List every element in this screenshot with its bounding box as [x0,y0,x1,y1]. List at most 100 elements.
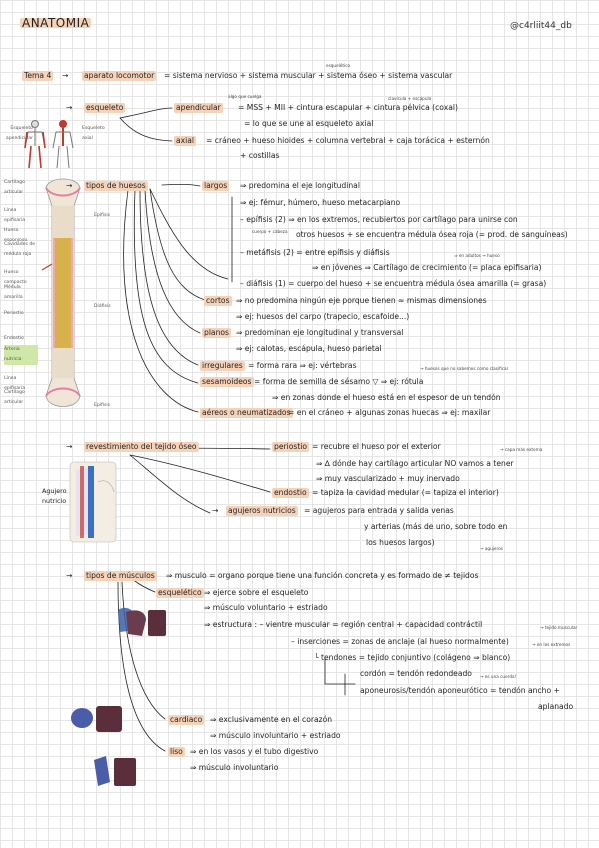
esqueleto-arrow: → [66,103,73,112]
periostio-line3: ⇒ muy vascularizado + muy inervado [316,474,460,483]
periostio-label: periostio [272,442,310,452]
largos-line4: otros huesos + se encuentra médula ósea … [296,230,568,239]
bone-label-6: Periostio [4,311,24,316]
planos-label: planos [202,328,231,338]
bone-label-8: Arteria nutricia [4,345,38,365]
periostio-line1: = recubre el hueso por el exterior [312,442,441,451]
aereos-line1: = en el cráneo + algunas zonas huecas ⇒ … [288,408,491,417]
apendicular-note: algo que cuelga [228,94,262,99]
sesamoideos-line2: ⇒ en zonas donde el hueso está en el esp… [272,393,501,402]
esqueletico-line6-note: → es una cuerda! [480,674,517,679]
fig-label-axial: Esqueleto axial [82,126,105,141]
bone-segment-figure [69,461,117,543]
esqueletico-line4-note: → en los extremos [532,642,571,647]
largos-line5: – metáfisis (2) = entre epífisis y diáfi… [240,248,390,257]
largos-line2: ⇒ ej: fémur, húmero, hueso metacarpiano [240,198,401,207]
huesos-arrow: → [66,181,73,190]
esqueletico-line6: cordón = tendón redondeado [360,669,472,678]
esqueleto-label: esqueleto [84,103,126,113]
cardiaco-label: cardiaco [168,715,205,725]
tema-equation: = sistema nervioso + sistema muscular + … [164,71,453,80]
revestimiento-arrow: → [66,442,73,451]
bone-label-11: Epífisis [94,213,111,218]
irregulares-label: irregulares [200,361,245,371]
periostio-line2: ⇒ ∆ dónde hay cartílago articular NO vam… [316,459,514,468]
bone-label-12: Diáfisis [94,304,111,309]
page-title: ANATOMIA [20,16,92,30]
esqueletico-line8: aplanado [538,702,574,711]
esqueletico-line4: – inserciones = zonas de anclaje (al hue… [291,637,509,646]
esqueletico-line3-note: → tejido muscular [540,625,578,630]
bone-label-0: Cartílago articular [4,180,25,195]
largos-line6: ⇒ en jóvenes ⇒ Cartílago de crecimiento … [312,263,542,272]
musculos-label: tipos de músculos [84,571,157,581]
cortos-line1: ⇒ no predomina ningún eje porque tienen … [236,296,487,305]
apendicular-line2: = lo que se une al esqueleto axial [244,119,374,128]
bone-label-3: Cavidades de médula roja [4,242,36,257]
bone-label-9: Línea epifisaria [4,376,26,391]
cortos-label: cortos [204,296,232,306]
cardiaco-line1: ⇒ exclusivamente en el corazón [210,715,333,724]
cortos-line2: ⇒ ej: huesos del carpo (trapecio, escafo… [236,312,410,321]
largos-line3-note: cuerpo + cabeza [252,229,288,234]
axial-label: axial [174,136,197,146]
muscle-tissue-figures [71,607,166,786]
irregulares-line1: = forma rara ⇒ ej: vértebras [248,361,357,370]
bone-label-4: Hueso compacto [4,270,27,285]
sesamoideos-label: sesamoideos [200,377,254,387]
esqueletico-label: esquelético [156,588,204,598]
cardiaco-line2: ⇒ músculo involuntario + estriado [210,731,341,740]
agujeros-arrow: → [212,506,219,515]
agujeros-line3: los huesos largos) [366,538,435,547]
tema-note: esquelético [326,63,351,68]
agujero-nutricio-label: Agujero nutricio [42,487,67,505]
esqueletico-line5: └ tendones = tejido conjuntivo (colágeno… [314,653,511,662]
bone-label-1: Línea epifisaria [4,208,26,223]
revestimiento-label: revestimiento del tejido óseo [84,442,199,452]
sesamoideos-line1: = forma de semilla de sésamo ▽ ⇒ ej: rót… [254,377,424,386]
apendicular-line1: = MSS + MII + cintura escapular + cintur… [238,103,458,112]
largos-line1: ⇒ predomina el eje longitudinal [240,181,360,190]
agujeros-line1: = agujeros para entrada y salida venas [304,506,454,515]
planos-line1: ⇒ predominan eje longitudinal y transver… [236,328,404,337]
bone-label-7: Endostio [4,336,24,341]
largos-line3: – epífisis (2) ⇒ en los extremos, recubi… [240,215,518,224]
agujeros-note: → agujeros [480,546,503,551]
liso-line2: ⇒ músculo involuntario [190,763,279,772]
irregulares-note: → huesos que no sabemos como clasificar [420,366,509,371]
tema-topic: aparato locomotor [82,71,157,81]
esqueletico-line3: ⇒ estructura : – vientre muscular = regi… [204,620,483,629]
bone-label-5: Médula amarilla [4,285,23,300]
largos-line5-note: ⇒ en adultos → hueso [454,253,500,258]
endostio-line1: = tapiza la cavidad medular (= tapiza el… [312,488,499,497]
largos-line7: – diáfisis (1) = cuerpo del hueso + se e… [240,279,547,288]
bone-label-10: Cartílago articular [4,390,25,405]
aereos-label: aéreos o neumatizados [200,408,293,418]
bone-label-2: Hueso esponjoso [4,228,28,243]
esqueletico-line1: ⇒ ejerce sobre el esqueleto [204,588,309,597]
apendicular-label: apendicular [174,103,223,113]
axial-line2: + costillas [240,151,280,160]
musculos-arrow: → [66,571,73,580]
tema-label: Tema 4 [22,71,54,81]
author-handle: @c4rliit44_db [510,21,572,31]
esqueletico-line7: aponeurosis/tendón aponeurótico = tendón… [360,686,560,695]
long-bone-figure [41,178,81,407]
agujeros-label: agujeros nutricios [226,506,298,516]
endostio-label: endostio [272,488,309,498]
bone-label-13: Epífisis [94,403,111,408]
axial-line1: = cráneo + hueso hioides + columna verte… [206,136,490,145]
apendicular-note2: clavícula + escápula [388,96,432,101]
huesos-label: tipos de huesos [84,181,148,191]
tema-arrow: → [62,71,69,80]
liso-line1: ⇒ en los vasos y el tubo digestivo [190,747,319,756]
periostio-note: → capa más externa [500,447,543,452]
esqueletico-line2: ⇒ músculo voluntario + estriado [204,603,328,612]
planos-line2: ⇒ ej: calotas, escápula, hueso parietal [236,344,382,353]
liso-label: liso [168,747,185,757]
musculos-line1: ⇒ musculo = organo porque tiene una func… [166,571,479,580]
largos-label: largos [202,181,230,191]
agujeros-line2: y arterias (más de uno, sobre todo en [364,522,508,531]
fig-label-apendicular: Esqueleto apendicular [5,126,33,141]
